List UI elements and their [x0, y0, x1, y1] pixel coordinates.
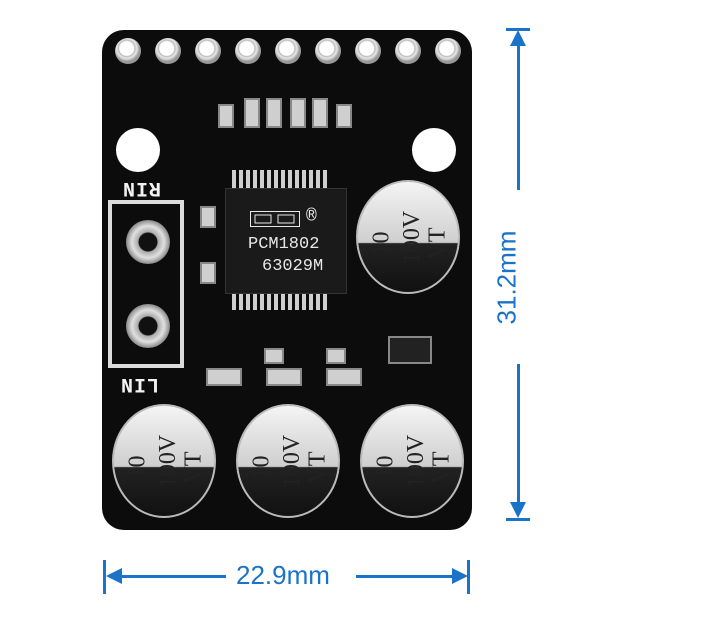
dimension-tick-left: [103, 560, 106, 594]
capacitor: 10 100V VT: [356, 180, 460, 294]
header-pad: [195, 38, 221, 64]
transistor: [388, 336, 432, 364]
capacitor: 10 100V VT: [112, 404, 216, 518]
lin-label: LIN: [120, 372, 160, 395]
header-pad: [275, 38, 301, 64]
dimension-line-right: [356, 575, 456, 578]
chip-pins-bottom: [232, 292, 327, 310]
header-pad: [435, 38, 461, 64]
smd-component: [266, 368, 302, 386]
smd-component: [312, 98, 328, 128]
registered-mark: ®: [306, 207, 317, 227]
pcm1802-chip: ® PCM1802 63029M: [225, 188, 347, 294]
capacitor: 10 100V VT: [360, 404, 464, 518]
width-dimension: 22.9mm: [236, 560, 330, 590]
header-pad: [235, 38, 261, 64]
arrow-down-icon: [510, 502, 526, 518]
smd-component: [290, 98, 306, 128]
smd-component: [200, 206, 216, 228]
chip-pins-top: [232, 170, 327, 188]
header-pad: [155, 38, 181, 64]
terminal-screw: [126, 304, 170, 348]
rin-label: RIN: [122, 176, 162, 199]
smd-component: [326, 348, 346, 364]
smd-component: [264, 348, 284, 364]
height-dimension: 31.2mm: [491, 230, 522, 325]
dimension-line-lower: [517, 364, 520, 510]
smd-component: [200, 262, 216, 284]
arrow-up-icon: [510, 30, 526, 46]
arrow-right-icon: [452, 568, 468, 584]
input-terminal: [108, 200, 184, 368]
smd-component: [244, 98, 260, 128]
mounting-hole: [116, 128, 160, 172]
smd-component: [206, 368, 242, 386]
smd-component: [336, 104, 352, 128]
dimension-line-left: [118, 575, 226, 578]
header-pad: [395, 38, 421, 64]
capacitor: 10 100V VT: [236, 404, 340, 518]
chip-code: 63029M: [262, 257, 324, 276]
arrow-left-icon: [106, 568, 122, 584]
smd-component: [326, 368, 362, 386]
chip-model: PCM1802: [248, 235, 320, 254]
mounting-hole: [412, 128, 456, 172]
header-pad: [355, 38, 381, 64]
header-pad: [315, 38, 341, 64]
dimension-line-upper: [517, 40, 520, 190]
smd-component: [266, 98, 282, 128]
terminal-screw: [126, 220, 170, 264]
header-pad: [115, 38, 141, 64]
bb-logo-icon: [250, 211, 300, 227]
dimension-tick-bottom: [506, 518, 530, 521]
dimension-tick-right: [467, 560, 470, 594]
smd-component: [218, 104, 234, 128]
dimension-tick-top: [506, 28, 530, 31]
